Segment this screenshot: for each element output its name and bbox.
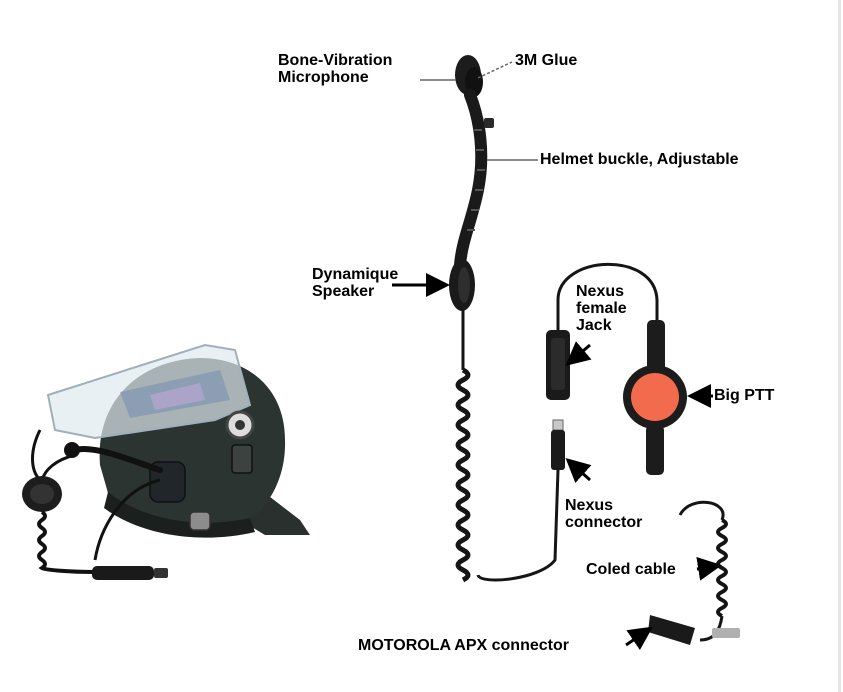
nexus-connector-plug (552, 419, 564, 431)
radio-coiled-cable (716, 518, 728, 618)
label-helmet-buckle: Helmet buckle, Adjustable (540, 151, 739, 168)
jack-arrow (565, 341, 592, 366)
motorola-apx-connector (648, 615, 695, 645)
label-nexus-female-jack: Nexus female Jack (576, 283, 627, 334)
apx-arrow (625, 626, 653, 651)
label-big-ptt: Big PTT (714, 387, 775, 404)
helmet-buckle-arm (454, 89, 488, 271)
helmet-radio-connector (92, 566, 154, 580)
glue-leader (477, 61, 513, 79)
coiled-cable-arrow (696, 556, 722, 581)
label-motorola-apx-connector: MOTOROLA APX connector (358, 637, 569, 654)
label-bone-vibration-microphone: Bone-Vibration Microphone (278, 52, 393, 86)
page-edge-rule (838, 0, 841, 692)
label-nexus-connector: Nexus connector (565, 497, 643, 531)
label-dynamique-speaker: Dynamique Speaker (312, 266, 399, 300)
coiled-cord (455, 367, 471, 583)
nexus-connector (551, 430, 565, 470)
helmet-headset-photo (22, 343, 310, 580)
nexus-arrow (565, 457, 592, 483)
label-3m-glue: 3M Glue (515, 52, 578, 69)
label-coiled-cable: Coled cable (586, 561, 676, 578)
big-ptt-button (631, 373, 679, 421)
